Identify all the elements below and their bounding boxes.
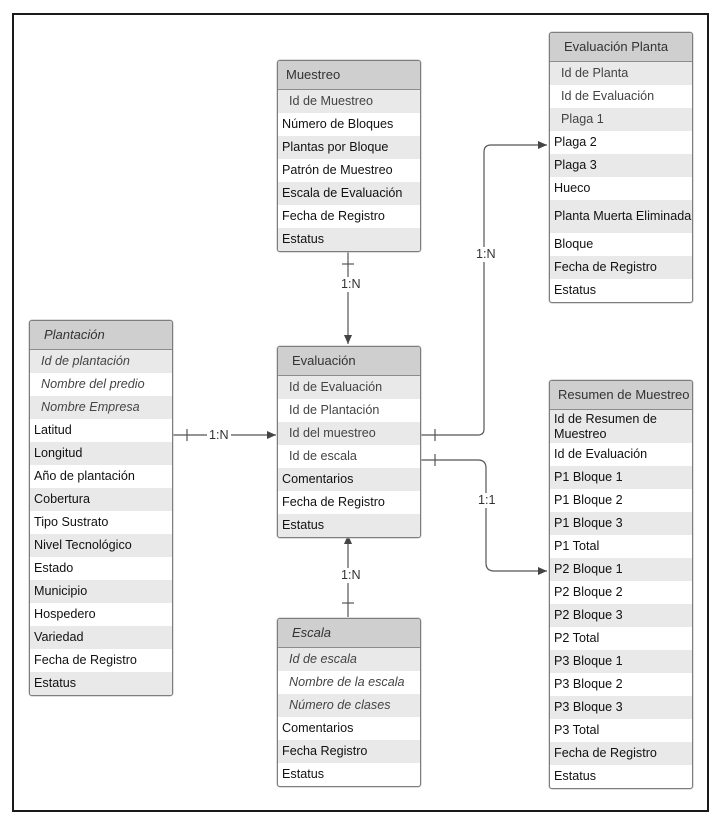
entity-field: Id de escala bbox=[289, 449, 357, 463]
entity-field: Id de Plantación bbox=[289, 403, 380, 417]
entity-field: Fecha Registro bbox=[278, 740, 420, 763]
entity-field: P1 Total bbox=[554, 539, 600, 553]
entity-field: Fecha de Registro bbox=[282, 495, 385, 509]
entity-field: P1 Bloque 1 bbox=[550, 466, 692, 489]
entity-field: P3 Bloque 1 bbox=[550, 650, 692, 673]
entity-field: Id de Evaluación bbox=[554, 447, 648, 461]
entity-title: Evaluación bbox=[278, 347, 420, 376]
entity-title: Escala bbox=[278, 619, 420, 648]
entity-field: Longitud bbox=[30, 442, 172, 465]
entity-evaluacion[interactable]: Evaluación Id de Evaluación Id de Plantac… bbox=[277, 346, 421, 538]
entity-field: Id de Planta bbox=[550, 62, 692, 85]
relationship-label: 1:1 bbox=[476, 493, 498, 508]
entity-field: Cobertura bbox=[30, 488, 172, 511]
entity-field: P1 Bloque 3 bbox=[550, 512, 692, 535]
entity-evaluacion-planta[interactable]: Evaluación Planta Id de Planta Id de Eval… bbox=[549, 32, 693, 303]
entity-field: Variedad bbox=[30, 626, 172, 649]
entity-field: Patrón de Muestreo bbox=[282, 163, 393, 177]
entity-title: Plantación bbox=[30, 321, 172, 350]
entity-field: Estatus bbox=[278, 228, 420, 251]
entity-field: P1 Bloque 2 bbox=[554, 493, 623, 507]
entity-field: Plaga 2 bbox=[554, 135, 597, 149]
entity-field: Nombre Empresa bbox=[30, 396, 172, 419]
relationship-label: 1:N bbox=[474, 247, 498, 262]
entity-field: Plaga 3 bbox=[550, 154, 692, 177]
entity-field: Estatus bbox=[554, 769, 596, 783]
entity-title: Evaluación Planta bbox=[550, 33, 692, 62]
entity-field: Hospedero bbox=[34, 607, 96, 621]
entity-field: Id de Evaluación bbox=[561, 89, 655, 103]
entity-field: Id de escala bbox=[278, 648, 420, 671]
entity-field: Nombre de la escala bbox=[289, 675, 405, 689]
entity-field: Hueco bbox=[554, 181, 591, 195]
entity-field: Año de plantación bbox=[34, 469, 135, 483]
entity-field: Fecha de Registro bbox=[550, 256, 692, 279]
entity-field: Número de clases bbox=[278, 694, 420, 717]
entity-field: P3 Bloque 3 bbox=[550, 696, 692, 719]
entity-field: Estatus bbox=[278, 514, 420, 537]
entity-field: P3 Total bbox=[554, 723, 600, 737]
entity-field: Id de Resumen de Muestreo bbox=[550, 410, 692, 443]
entity-field: Municipio bbox=[30, 580, 172, 603]
entity-field: Id de Muestreo bbox=[278, 90, 420, 113]
entity-field: Estatus bbox=[282, 767, 324, 781]
entity-field: P2 Bloque 1 bbox=[550, 558, 692, 581]
entity-field: Estado bbox=[34, 561, 74, 575]
connector-evaluacion-resumen-muestreo bbox=[421, 459, 547, 575]
entity-field: Id de plantación bbox=[30, 350, 172, 373]
entity-field: Nombre del predio bbox=[41, 377, 145, 391]
entity-resumen-muestreo[interactable]: Resumen de Muestreo Id de Resumen de Mue… bbox=[549, 380, 693, 789]
entity-field: Tipo Sustrato bbox=[34, 515, 109, 529]
entity-field: Estatus bbox=[30, 672, 172, 695]
entity-field: Id del muestreo bbox=[278, 422, 420, 445]
entity-field: P2 Bloque 3 bbox=[550, 604, 692, 627]
entity-field: P2 Bloque 2 bbox=[554, 585, 623, 599]
entity-field: Id de Evaluación bbox=[278, 376, 420, 399]
entity-field: Bloque bbox=[554, 237, 594, 251]
entity-field: Número de Bloques bbox=[282, 117, 394, 131]
entity-field: P2 Total bbox=[554, 631, 600, 645]
entity-title: Muestreo bbox=[278, 61, 420, 90]
entity-field: P3 Bloque 2 bbox=[554, 677, 623, 691]
entity-field: Nivel Tecnológico bbox=[30, 534, 172, 557]
entity-field: Plaga 1 bbox=[550, 108, 692, 131]
relationship-label: 1:N bbox=[207, 428, 231, 443]
entity-title: Resumen de Muestreo bbox=[550, 381, 692, 410]
entity-field: Fecha de Registro bbox=[550, 742, 692, 765]
entity-field: Latitud bbox=[34, 423, 72, 437]
entity-field: Comentarios bbox=[282, 721, 354, 735]
entity-field: Planta Muerta Eliminada bbox=[550, 200, 692, 233]
entity-field: Comentarios bbox=[278, 468, 420, 491]
entity-field: Fecha de Registro bbox=[282, 209, 385, 223]
entity-field: Estatus bbox=[554, 283, 596, 297]
entity-field: Plantas por Bloque bbox=[278, 136, 420, 159]
entity-field: Fecha de Registro bbox=[34, 653, 137, 667]
relationship-label: 1:N bbox=[339, 568, 363, 583]
connector-evaluacion-evaluacion-planta bbox=[421, 141, 547, 436]
entity-field: Escala de Evaluación bbox=[278, 182, 420, 205]
relationship-label: 1:N bbox=[339, 277, 363, 292]
